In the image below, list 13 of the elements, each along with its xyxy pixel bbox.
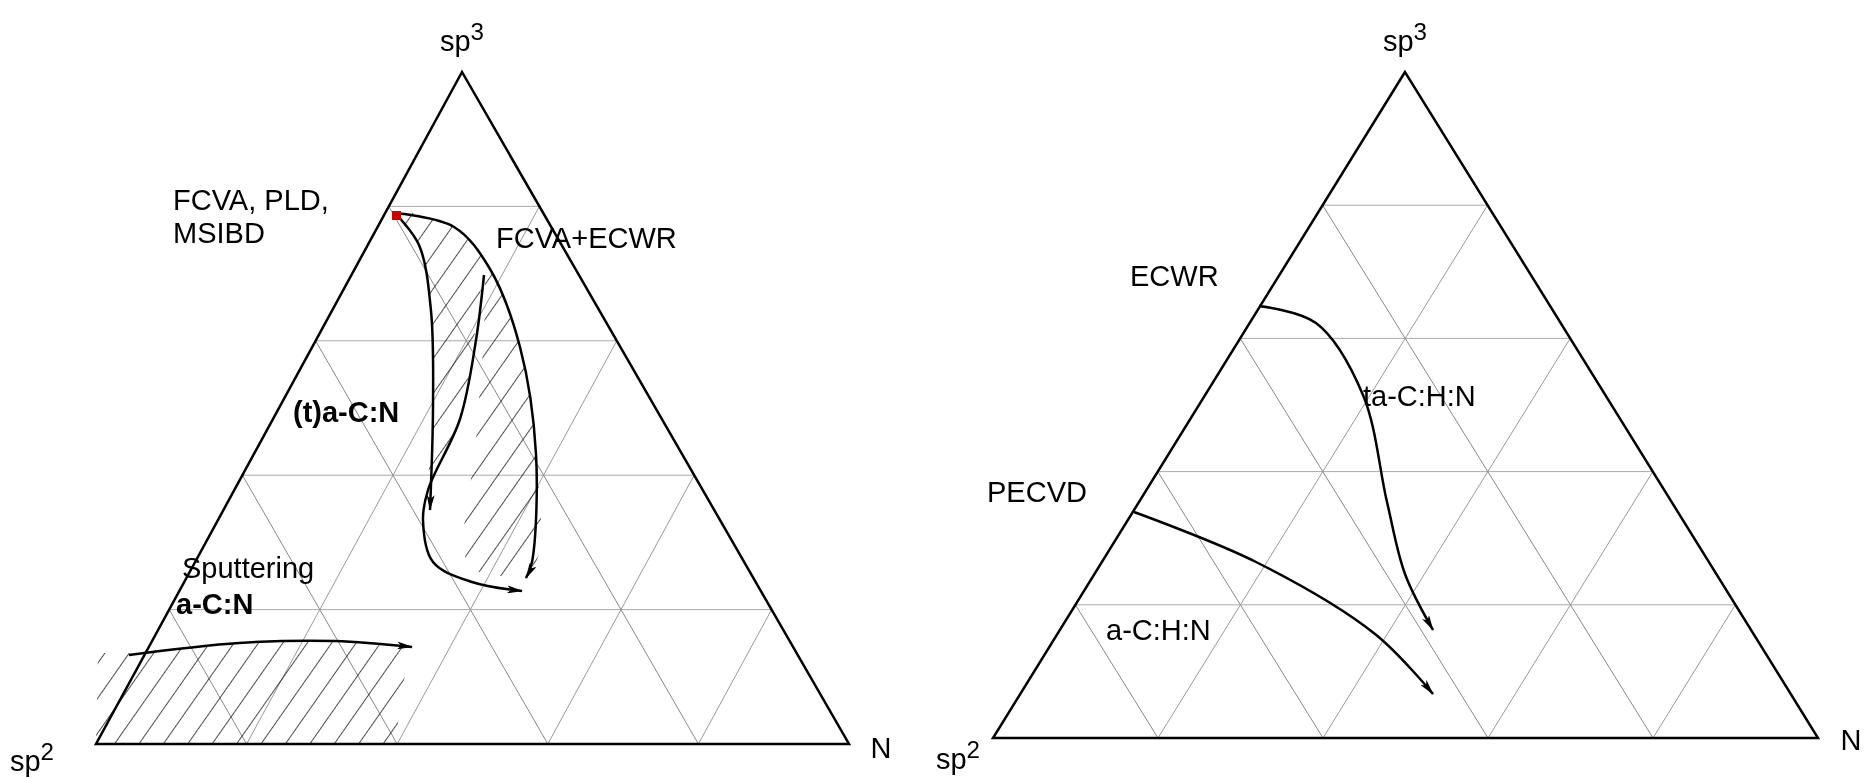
axis-label: sp$^{2}$: [9, 738, 55, 778]
region-label: a-C:H:N: [1106, 614, 1211, 648]
axis-label: sp$^{3}$: [1382, 18, 1428, 58]
axis-label: N: [870, 732, 892, 766]
region-label: ta-C:H:N: [1363, 380, 1476, 414]
region-label: PECVD: [987, 476, 1087, 510]
axis-label: N: [1840, 724, 1862, 758]
axis-label: sp$^{2}$: [935, 736, 981, 776]
region-label: (t)a-C:N: [293, 396, 400, 430]
axis-label: sp$^{3}$: [439, 18, 485, 58]
region-label: ECWR: [1130, 260, 1219, 294]
region-label: FCVA, PLD, MSIBD: [173, 183, 330, 251]
region-label: a-C:N: [176, 588, 254, 622]
